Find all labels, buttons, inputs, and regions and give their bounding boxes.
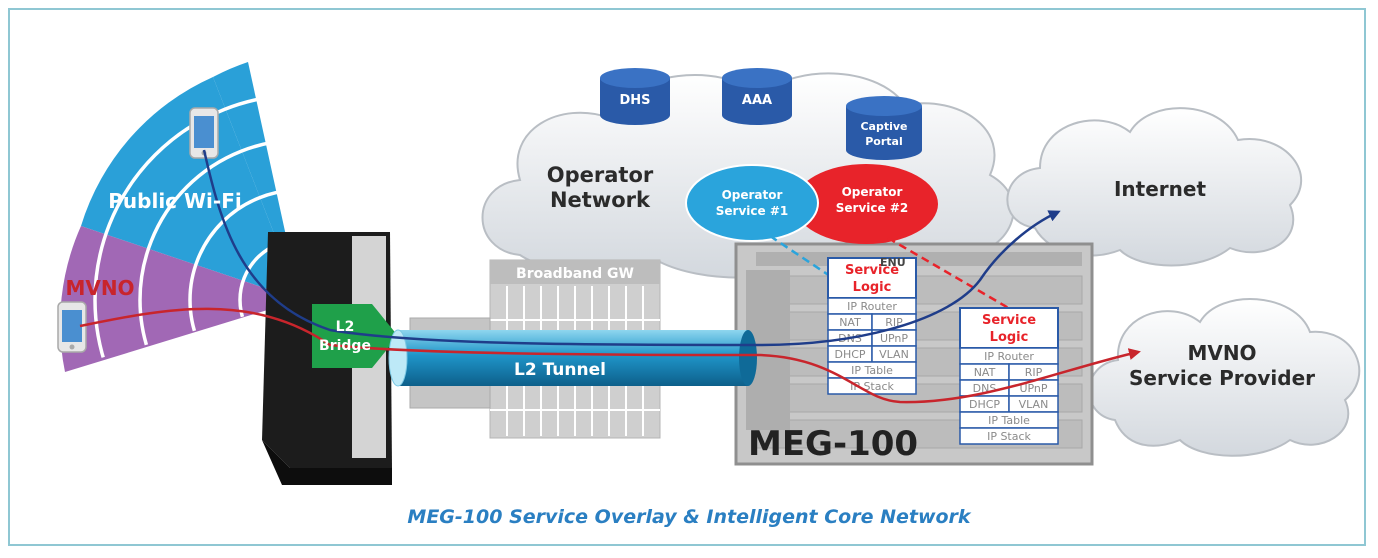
service-logic-title: Logic (853, 280, 892, 295)
stack-cell-label: UPnP (880, 332, 908, 345)
operator-network-label-line: Operator (547, 163, 654, 187)
mvno-label: MVNO (65, 276, 134, 300)
captive-portal-label-line: Portal (865, 135, 903, 148)
service-1-link (769, 234, 837, 282)
service-logic-header (827, 257, 917, 299)
stack-cell (959, 427, 1059, 445)
path-mvno-to-service-provider (79, 307, 1141, 404)
stack-cell-label: IP Router (984, 350, 1034, 363)
stack-cell-label: IP Stack (987, 430, 1031, 443)
stack-cell-label: VLAN (1019, 398, 1049, 411)
db-label-aaa: AAA (742, 93, 772, 108)
path-public-wifi-to-internet (202, 149, 1061, 347)
diagram-caption: MEG-100 Service Overlay & Intelligent Co… (407, 506, 971, 528)
phone-public-wifi (189, 107, 219, 159)
captive-portal-label-line: Captive (860, 120, 907, 133)
database-dhs (600, 68, 670, 125)
stack-cell-label: UPnP (1019, 382, 1047, 395)
stack-cell-label: DHCP (834, 348, 865, 361)
mvno-service-provider-label-line: MVNO (1187, 341, 1256, 365)
service-logic-header (959, 307, 1059, 349)
internet-cloud (1006, 107, 1303, 267)
l2-bridge-label-line: Bridge (319, 338, 371, 354)
stack-cell-label: DHCP (969, 398, 1000, 411)
public-wifi-label: Public Wi-Fi (108, 189, 241, 213)
meg-logo: ENU (880, 256, 906, 269)
stack-cell-label: IP Stack (850, 380, 894, 393)
stack-cell-label: RIP (1025, 366, 1043, 379)
broadband-gw-label: Broadband GW (516, 266, 634, 282)
database-aaa (722, 68, 792, 125)
stack-cell-label: IP Router (847, 300, 897, 313)
operator-service-2-label-line: Service #2 (836, 201, 908, 215)
internet-label: Internet (1114, 177, 1206, 201)
l2-bridge-label-line: L2 (336, 319, 355, 335)
l2-tunnel (388, 329, 757, 387)
operator-service-1-label-line: Operator (722, 188, 783, 202)
stack-cell-label: NAT (974, 366, 996, 379)
operator-service-1-label-line: Service #1 (716, 204, 788, 218)
service-logic-title: Service (982, 313, 1036, 328)
database-captive-portal (846, 96, 922, 160)
stack-cell-label: NAT (839, 316, 861, 329)
wifi-coverage-fan (60, 62, 301, 372)
service-logic-title: Logic (990, 330, 1029, 345)
service-2-link (887, 236, 1013, 312)
phone-mvno (57, 301, 87, 353)
l2-bridge (312, 304, 398, 368)
mvno-service-provider-cloud (1088, 298, 1361, 457)
operator-service-1-bubble (685, 164, 819, 242)
stack-cell-label: IP Table (988, 414, 1030, 427)
db-label-dhs: DHS (619, 93, 650, 108)
service-logic-title: Service (845, 263, 899, 278)
mvno-service-provider-label-line: Service Provider (1129, 366, 1315, 390)
operator-service-2-label-line: Operator (842, 185, 903, 199)
stack-cell-label: IP Table (851, 364, 893, 377)
meg-100-title: MEG-100 (748, 424, 918, 464)
l2-tunnel-label: L2 Tunnel (514, 360, 606, 380)
operator-network-label-line: Network (550, 188, 651, 212)
stack-cell-label: VLAN (879, 348, 909, 361)
operator-service-2-bubble (794, 164, 938, 244)
